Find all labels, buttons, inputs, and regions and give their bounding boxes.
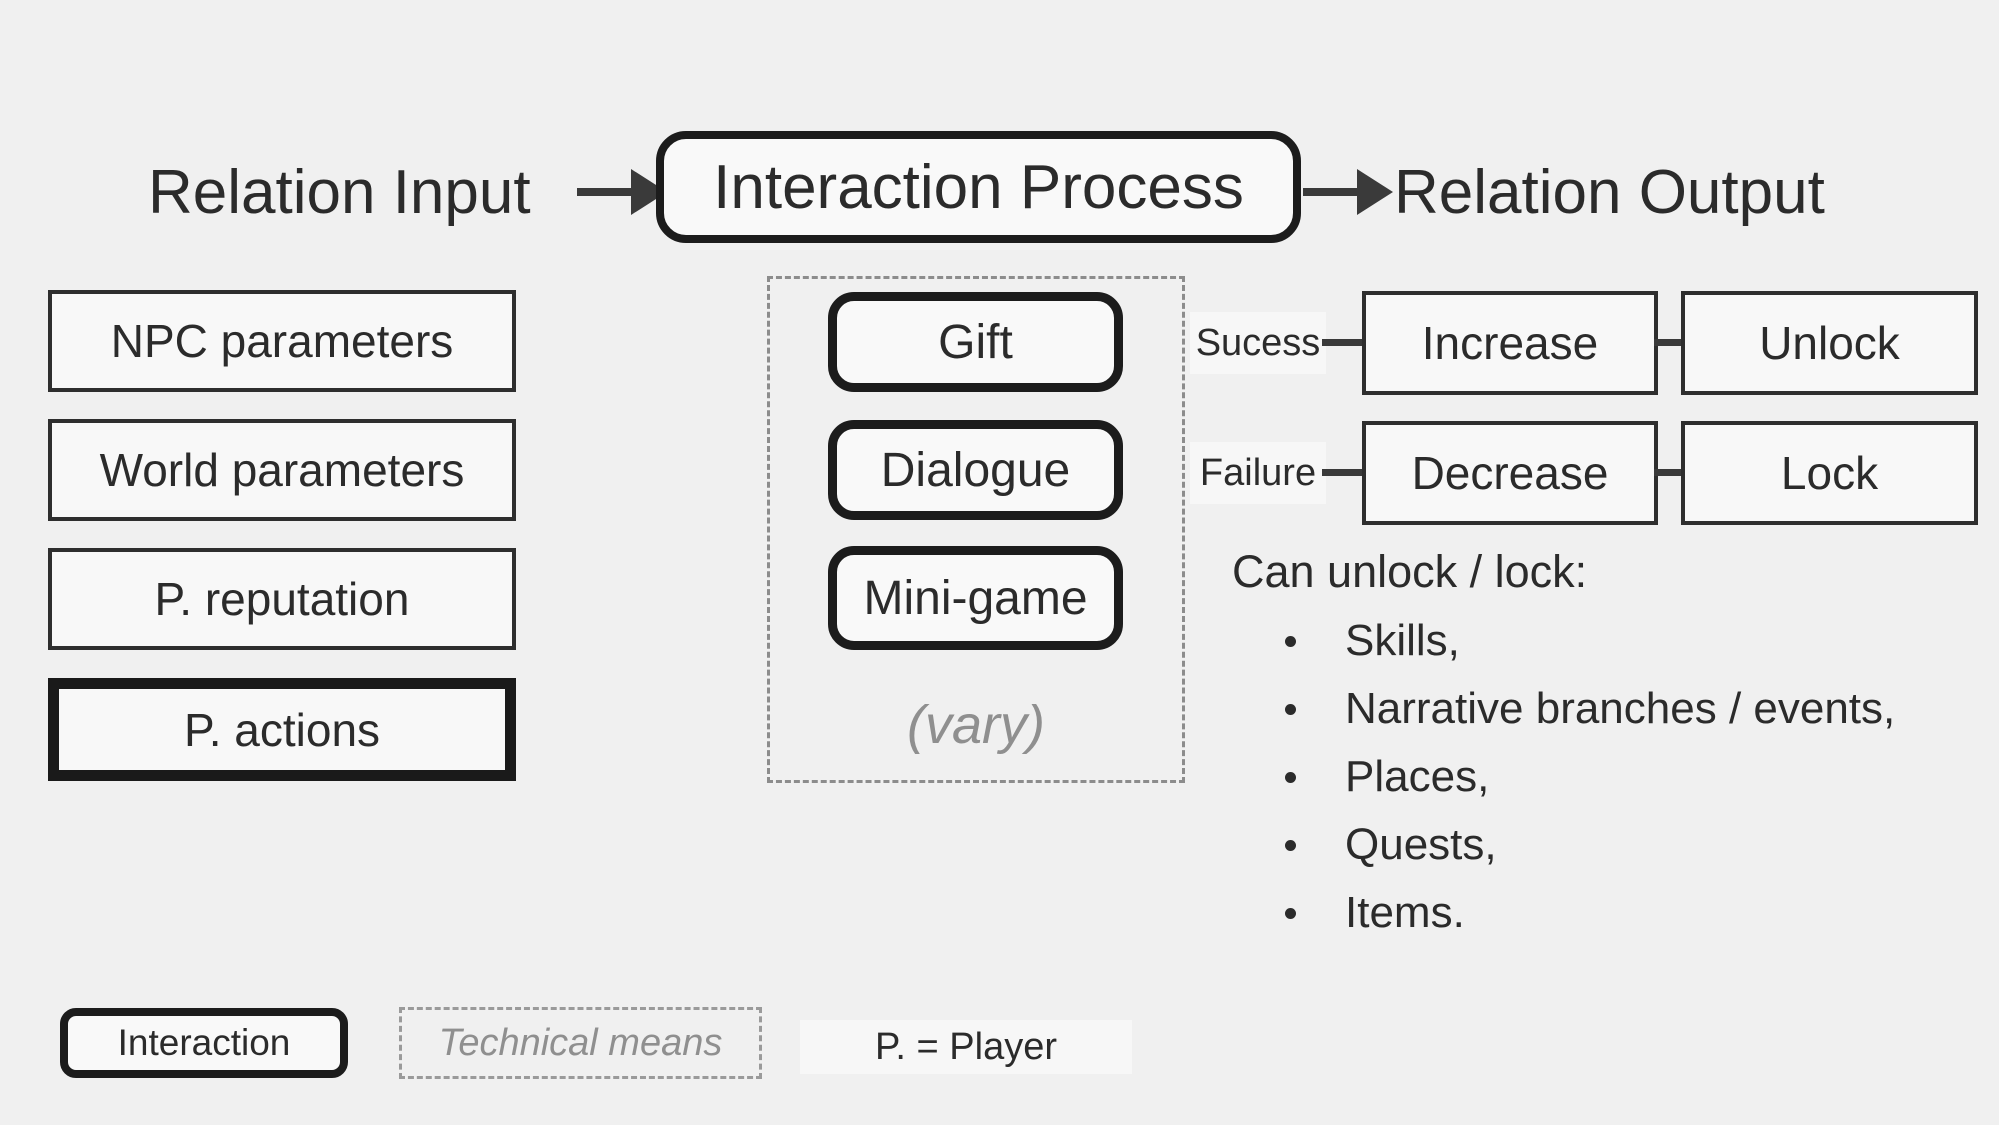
input-box-npc-parameters: NPC parameters bbox=[48, 290, 516, 392]
arrow-process-to-output bbox=[1303, 169, 1393, 215]
connector-failure-decrease bbox=[1322, 469, 1362, 476]
bullet-icon bbox=[1285, 703, 1296, 715]
condition-label-success: Sucess bbox=[1190, 312, 1326, 374]
legend-player-abbreviation: P. = Player bbox=[800, 1020, 1132, 1074]
condition-label-failure: Failure bbox=[1190, 442, 1326, 504]
relation-output-title: Relation Output bbox=[1394, 157, 1825, 227]
interaction-process-box: Interaction Process bbox=[656, 131, 1301, 243]
legend-technical-means-box: Technical means bbox=[399, 1007, 762, 1079]
bullet-label: Narrative branches / events, bbox=[1345, 684, 1896, 733]
bullet-label: Places, bbox=[1345, 752, 1490, 801]
connector-increase-unlock bbox=[1654, 339, 1684, 346]
arrow-input-to-process bbox=[577, 169, 667, 215]
unlock-note-heading: Can unlock / lock: bbox=[1232, 546, 1588, 597]
input-box-player-actions: P. actions bbox=[48, 678, 516, 781]
input-box-world-parameters: World parameters bbox=[48, 419, 516, 521]
unlock-note-item: Items. bbox=[1285, 887, 1465, 939]
legend-interaction-box: Interaction bbox=[60, 1008, 348, 1078]
connector-success-increase bbox=[1322, 339, 1362, 346]
bullet-icon bbox=[1285, 907, 1296, 919]
unlock-note-item: Places, bbox=[1285, 751, 1489, 803]
result-box-lock: Lock bbox=[1681, 421, 1978, 525]
effect-box-decrease: Decrease bbox=[1362, 421, 1658, 525]
result-box-unlock: Unlock bbox=[1681, 291, 1978, 395]
means-box-dialogue: Dialogue bbox=[828, 420, 1123, 520]
bullet-icon bbox=[1285, 839, 1296, 851]
unlock-note-item: Quests, bbox=[1285, 819, 1497, 871]
relation-input-title: Relation Input bbox=[148, 157, 531, 227]
means-box-minigame: Mini-game bbox=[828, 546, 1123, 650]
bullet-label: Quests, bbox=[1345, 820, 1497, 869]
technical-means-region bbox=[767, 276, 1185, 783]
arrow-shaft bbox=[577, 188, 633, 196]
unlock-note-item: Skills, bbox=[1285, 615, 1460, 667]
arrow-head-icon bbox=[1357, 169, 1393, 215]
bullet-label: Items. bbox=[1345, 888, 1465, 937]
bullet-icon bbox=[1285, 635, 1296, 647]
input-box-player-reputation: P. reputation bbox=[48, 548, 516, 650]
bullet-icon bbox=[1285, 771, 1296, 783]
connector-decrease-lock bbox=[1654, 469, 1684, 476]
effect-box-increase: Increase bbox=[1362, 291, 1658, 395]
unlock-note-item: Narrative branches / events, bbox=[1285, 683, 1895, 735]
bullet-label: Skills, bbox=[1345, 616, 1460, 665]
vary-note: (vary) bbox=[907, 695, 1045, 755]
means-box-gift: Gift bbox=[828, 292, 1123, 392]
arrow-shaft bbox=[1303, 188, 1359, 196]
